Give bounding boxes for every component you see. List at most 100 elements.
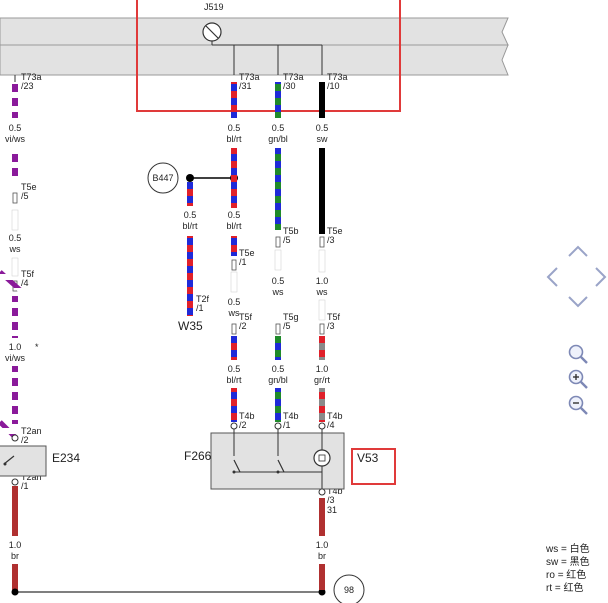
f266-label: F266: [184, 449, 212, 463]
b447-size: 0.5: [184, 210, 197, 220]
wire1-size-bot: 0.5: [228, 364, 241, 374]
wire-1: [230, 82, 238, 430]
zoom-icon[interactable]: [567, 343, 589, 365]
left-t2an-bot: T2an: [21, 472, 42, 482]
w35-t2f: T2f: [196, 294, 210, 304]
wire3-t5e-pin: /3: [327, 235, 335, 245]
legend-code: ws: [546, 544, 559, 555]
wire3-size-br: 1.0: [316, 540, 329, 550]
b447-symbol: [147, 162, 179, 194]
wire3-color-bot: gr/rt: [314, 375, 331, 385]
wire3-size-bot: 1.0: [316, 364, 329, 374]
legend-code: ro: [546, 570, 555, 581]
arrow-right-icon[interactable]: [594, 265, 608, 289]
left-color-3: vi/ws: [5, 353, 25, 363]
wire1-color-mid: bl/rt: [226, 221, 242, 231]
w35-label: W35: [178, 319, 203, 333]
legend-code: rt: [546, 583, 553, 594]
wire2-size-bot: 0.5: [272, 364, 285, 374]
wire1-size-top: 0.5: [228, 123, 241, 133]
legend-row-ws: ws = 白色: [546, 543, 590, 556]
left-t73a: T73a: [21, 72, 42, 82]
v53-label: V53: [357, 451, 379, 465]
left-size-2: 0.5: [9, 233, 22, 243]
wire1-color-low: ws: [228, 308, 240, 318]
ground-node-98: [333, 574, 365, 603]
control-unit-bus: [0, 17, 509, 46]
wire3-color-br: br: [318, 551, 326, 561]
left-asterisk: *: [35, 342, 39, 352]
j519-label: J519: [204, 2, 224, 12]
wire-3: [318, 82, 326, 590]
wire3-size-mid: 1.0: [316, 276, 329, 286]
v53-highlight: [351, 448, 396, 485]
wire1-color-bot: bl/rt: [226, 375, 242, 385]
legend-row-sw: sw = 黑色: [546, 556, 590, 569]
left-t2an-bot-pin: /1: [21, 481, 29, 491]
wire2-color-top: gn/bl: [268, 134, 288, 144]
left-t73a-pin: /23: [21, 81, 34, 91]
wire2-t5g-pin: /5: [283, 321, 291, 331]
left-wire: [0, 75, 326, 596]
wire3-t4b-pin: /4: [327, 420, 335, 430]
w35-t2f-pin: /1: [196, 303, 204, 313]
legend-meaning: = 黑色: [561, 557, 590, 568]
left-t5e-pin: /5: [21, 191, 29, 201]
wire3-out-pin: /3: [327, 495, 335, 505]
zoom-in-icon[interactable]: [567, 368, 589, 390]
wire3-t5f-pin: /3: [327, 321, 335, 331]
wire3-t73a: T73a: [327, 72, 348, 82]
left-t2an-top: T2an: [21, 426, 42, 436]
e234-label: E234: [52, 451, 80, 465]
wire1-t5e-pin: /1: [239, 257, 247, 267]
wire2-t4b-pin: /1: [283, 420, 291, 430]
wire3-t4b: T4b: [327, 411, 343, 421]
left-color-1: vi/ws: [5, 134, 25, 144]
left-t2an-top-pin: /2: [21, 435, 29, 445]
zoom-out-icon[interactable]: [567, 394, 589, 416]
wire1-t5f: T5f: [239, 312, 253, 322]
wire2-color-mid: ws: [272, 287, 284, 297]
wire1-color-top: bl/rt: [226, 134, 242, 144]
wire1-t4b: T4b: [239, 411, 255, 421]
wire2-size-mid: 0.5: [272, 276, 285, 286]
wire1-t5f-pin: /2: [239, 321, 247, 331]
legend-meaning: = 白色: [561, 544, 590, 555]
wire1-t73a-pin: /31: [239, 81, 252, 91]
j519-highlight: [136, 0, 401, 112]
left-color-4: br: [11, 551, 19, 561]
left-t5f-pin: /4: [21, 278, 29, 288]
node98-label: 98: [344, 585, 354, 595]
legend-row-ro: ro = 红色: [546, 569, 590, 582]
wire2-t4b: T4b: [283, 411, 299, 421]
arrow-up-icon[interactable]: [566, 243, 590, 259]
legend-meaning: = 红色: [557, 570, 587, 581]
left-size-4: 1.0: [9, 540, 22, 550]
legend-code: sw: [546, 557, 559, 568]
left-size-3: 1.0: [9, 342, 22, 352]
legend-row-rt: rt = 红色: [546, 582, 590, 595]
wire3-t73a-pin: /10: [327, 81, 340, 91]
legend-meaning: = 红色: [554, 583, 584, 594]
arrow-left-icon[interactable]: [544, 265, 560, 289]
wire2-t73a: T73a: [283, 72, 304, 82]
wire3-color-mid: ws: [316, 287, 328, 297]
arrow-down-icon[interactable]: [566, 294, 590, 310]
wire2-t5b: T5b: [283, 226, 299, 236]
b447-label: B447: [152, 173, 173, 183]
left-t5f: T5f: [21, 269, 35, 279]
left-color-2: ws: [9, 244, 21, 254]
wire3-out-num: 31: [327, 505, 337, 515]
wire2-t73a-pin: /30: [283, 81, 296, 91]
left-t5e: T5e: [21, 182, 37, 192]
b447-color: bl/rt: [182, 221, 198, 231]
wire1-t5e: T5e: [239, 248, 255, 258]
wire3-size-top: 0.5: [316, 123, 329, 133]
wire3-out-conn: T4b: [327, 486, 343, 496]
wire3-t5f: T5f: [327, 312, 341, 322]
wire2-color-bot: gn/bl: [268, 375, 288, 385]
wire1-size-mid: 0.5: [228, 210, 241, 220]
color-legend: ws = 白色 sw = 黑色 ro = 红色 rt = 红色: [546, 543, 590, 595]
wire1-size-low: 0.5: [228, 297, 241, 307]
